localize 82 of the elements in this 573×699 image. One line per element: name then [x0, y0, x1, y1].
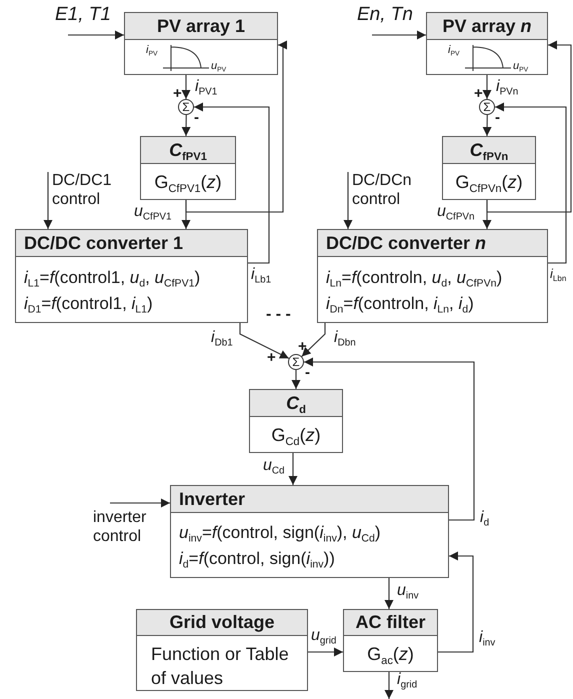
sign-label: -	[194, 110, 199, 125]
arrow	[344, 172, 352, 229]
arrow	[301, 323, 326, 357]
sign-label: +	[173, 86, 182, 101]
block-title: C$_{fPVn}$	[443, 137, 535, 164]
edge-label: i$_{Lb1}$	[250, 267, 272, 283]
equation: i$_{D1}$=f(control1, i$_{L1}$)	[24, 292, 153, 316]
block-box	[124, 12, 278, 75]
arrow	[194, 102, 270, 264]
edge-label: i$_{inv}$	[478, 630, 496, 646]
summing-junction: Σ	[288, 354, 304, 370]
equation: i$_{L1}$=f(control1, u$_{d}$, u$_{CfPV1}$)	[24, 266, 200, 290]
summing-junction: Σ	[178, 99, 194, 115]
block-box	[140, 136, 236, 200]
input-label: inverter control	[93, 503, 165, 551]
block-title: DC/DC converter 1	[16, 230, 247, 257]
block-box	[343, 609, 438, 672]
arrow	[486, 40, 572, 213]
arrow	[239, 323, 290, 359]
edge-label: i$_{Dbn}$	[333, 330, 357, 346]
block-title: DC/DC converter n	[318, 230, 547, 257]
summing-junction: Σ	[479, 99, 495, 115]
arrow	[384, 578, 394, 609]
arrow	[308, 648, 343, 656]
arrow	[372, 30, 426, 40]
sign-label: +	[474, 86, 483, 101]
equation: G$_{CfPVn}$(z)	[454, 171, 524, 197]
equation: i$_{d}$=f(control, sign(i$_{inv}$))	[179, 548, 335, 572]
block-title: PV array n	[427, 13, 547, 40]
block-title: C$_{fPV1}$	[141, 137, 235, 164]
edge-label: i$_{Db1}$	[210, 330, 234, 346]
arrow	[304, 358, 475, 521]
block-title: AC filter	[344, 610, 437, 636]
equation: u$_{inv}$=f(control, sign(i$_{inv}$), u$_{Cd}$)	[179, 522, 381, 546]
arrow	[110, 498, 170, 508]
equation: G$_{Cd}$(z)	[270, 424, 322, 450]
axis-label: i$_{PV}$	[448, 44, 460, 56]
input-label: DC/DC1 control	[48, 171, 118, 215]
block-title: Inverter	[171, 486, 448, 513]
block-title: Grid voltage	[137, 610, 307, 636]
input-label: DC/DCn control	[348, 171, 420, 215]
sign-label: -	[495, 110, 500, 125]
arrow	[44, 172, 52, 229]
arrow	[68, 30, 124, 40]
axis-label: u$_{PV}$	[211, 60, 226, 72]
arrow	[482, 75, 492, 99]
axis-label: u$_{PV}$	[513, 60, 528, 72]
block-box	[136, 609, 308, 691]
axis-label: i$_{PV}$	[146, 44, 158, 56]
equation: G$_{CfPV1}$(z)	[153, 171, 223, 197]
arrow	[495, 102, 567, 264]
input-label: E1, T1	[55, 4, 123, 35]
equation: i$_{Dn}$=f(controln, i$_{Ln}$, i$_{d}$)	[326, 292, 474, 316]
edge-label: i$_{PV1}$	[194, 79, 218, 95]
edge-label: i$_{grid}$	[396, 672, 418, 688]
block-box	[442, 136, 536, 200]
block-text: Function or Table of values	[151, 643, 290, 690]
sign-label: +	[298, 339, 307, 354]
equation: G$_{ac}$(z)	[366, 643, 415, 669]
edge-label: i$_{Lbn}$	[549, 267, 568, 280]
sign-label: -	[305, 365, 310, 380]
arrow	[482, 114, 492, 136]
block-box	[15, 229, 248, 323]
block-box	[170, 485, 449, 578]
edge-label: i$_{PVn}$	[495, 79, 520, 95]
arrow	[384, 672, 394, 699]
arrow	[185, 40, 287, 213]
arrow	[288, 453, 298, 485]
edge-label: i$_{d}$	[479, 510, 490, 526]
continuation-mark: - - -	[266, 307, 291, 323]
block-title: PV array 1	[125, 13, 277, 40]
arrow	[182, 75, 190, 99]
block-box	[249, 389, 343, 453]
arrow	[292, 370, 300, 389]
sign-label: +	[267, 350, 276, 365]
input-label: En, Tn	[357, 4, 425, 35]
block-box	[317, 229, 548, 323]
block-title: C$_{d}$	[250, 390, 342, 417]
equation: i$_{Ln}$=f(controln, u$_{d}$, u$_{CfPVn}$)	[326, 266, 502, 290]
block-box	[426, 12, 548, 75]
arrow	[182, 114, 191, 136]
arrow	[438, 552, 474, 653]
